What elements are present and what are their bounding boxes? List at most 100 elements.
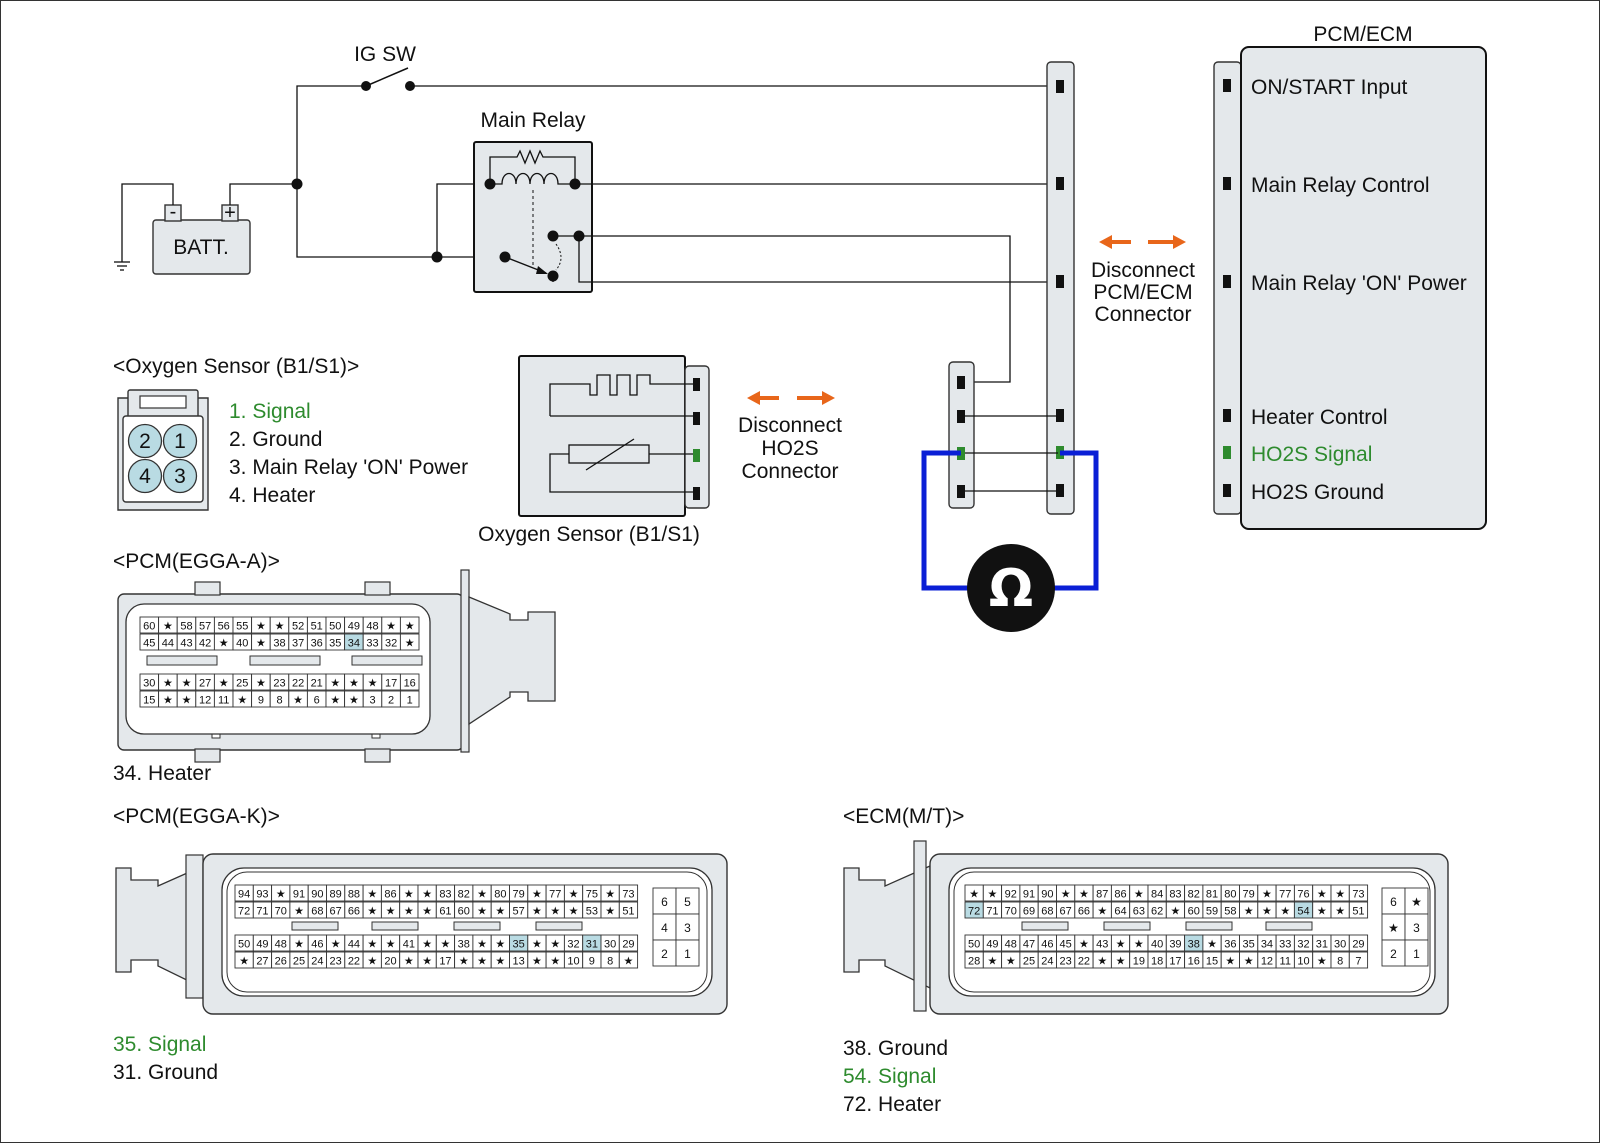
unused-pin-star-icon: ★ [1335,906,1345,918]
svg-text:Connector: Connector [1095,303,1192,326]
unused-pin-star-icon: ★ [368,678,378,690]
pin-number: 17 [385,678,397,690]
pin-number: 58 [180,621,192,633]
disconnect-pcm-note: Disconnect PCM/ECM Connector [1091,235,1195,326]
pcm-terminal-pin [1223,446,1231,459]
unused-pin-star-icon: ★ [1079,939,1089,951]
pcm-terminal-label: Main Relay 'ON' Power [1251,272,1467,295]
pin-number: 27 [256,956,268,968]
pin-number: 6 [314,695,320,707]
pin-number: 86 [384,889,396,901]
pin-number: 9 [589,956,595,968]
unused-pin-star-icon: ★ [1411,895,1422,909]
unused-pin-star-icon: ★ [477,956,487,968]
pin-number: 64 [1114,906,1126,918]
pin-number: 50 [329,621,341,633]
pin-number: 49 [986,939,998,951]
unused-pin-star-icon: ★ [532,906,542,918]
unused-pin-star-icon: ★ [422,956,432,968]
pin-number: 70 [1005,906,1017,918]
unused-pin-star-icon: ★ [1134,889,1144,901]
pin-cell [618,884,639,902]
unused-pin-star-icon: ★ [477,906,487,918]
side-pin-number: 3 [1413,921,1420,935]
pin-number: 50 [238,939,250,951]
ohmmeter-body [967,544,1055,632]
unused-pin-star-icon: ★ [256,678,266,690]
pin-number: 11 [218,695,229,707]
pin-number: 23 [330,956,342,968]
pin-number: 67 [330,906,342,918]
pin-number: 51 [622,906,634,918]
battery-label: BATT. [173,236,229,259]
unused-pin-star-icon: ★ [404,956,414,968]
pin-number: 73 [1352,889,1364,901]
pin-number: 71 [986,906,998,918]
pin-cell [1348,951,1369,969]
unused-pin-star-icon: ★ [331,939,341,951]
pin-number: 35 [1243,939,1255,951]
connector-legend-item: 35. Signal [113,1033,206,1056]
unused-pin-star-icon: ★ [422,939,432,951]
unused-pin-star-icon: ★ [404,906,414,918]
side-pin-cell [675,939,700,967]
pin-number: 43 [1096,939,1108,951]
pin-number: 59 [1206,906,1218,918]
pin-number: 72 [968,906,980,918]
pin-number: 32 [385,638,397,650]
pin-number: 71 [256,906,268,918]
pin-number: 48 [275,939,287,951]
pcm-harness-connector [1046,61,1075,515]
unused-pin-star-icon: ★ [293,695,303,707]
pin-number: 83 [1169,889,1181,901]
pin-number: 30 [604,939,616,951]
unused-pin-star-icon: ★ [1097,906,1107,918]
unused-pin-star-icon: ★ [1171,906,1181,918]
unused-pin-star-icon: ★ [1244,906,1254,918]
connector-legend-item: 72. Heater [843,1093,941,1116]
svg-text:PCM/ECM: PCM/ECM [1093,281,1192,304]
pin-number: 15 [1206,956,1218,968]
unused-pin-star-icon: ★ [275,621,285,633]
main-relay-label: Main Relay [480,109,586,132]
unused-pin-star-icon: ★ [386,939,396,951]
unused-pin-star-icon: ★ [330,695,340,707]
pin-number: 8 [276,695,282,707]
pin-number: 69 [1023,906,1035,918]
pcm-terminal-label: Main Relay Control [1251,174,1430,197]
pin-number: 55 [236,621,248,633]
unused-pin-star-icon: ★ [1244,956,1254,968]
unused-pin-star-icon: ★ [219,638,229,650]
arrow-left-icon [747,391,760,405]
pin-number: 19 [1133,956,1145,968]
unused-pin-star-icon: ★ [276,889,286,901]
pcm-terminal-label: HO2S Signal [1251,443,1372,466]
pcm-terminal-label: Heater Control [1251,406,1388,429]
pin-number: 68 [311,906,323,918]
pin-number: 34 [1261,939,1273,951]
arrow-left-icon [1099,235,1112,249]
pin-number: 79 [1243,889,1255,901]
unused-pin-star-icon: ★ [1134,939,1144,951]
battery: - + BATT. [152,201,251,275]
pin-number: 87 [1096,889,1108,901]
pin-number: 79 [513,889,525,901]
unused-pin-star-icon: ★ [294,906,304,918]
pin-number: 45 [143,638,155,650]
unused-pin-star-icon: ★ [532,956,542,968]
unused-pin-star-icon: ★ [239,956,249,968]
pin-number: 37 [292,638,304,650]
unused-pin-star-icon: ★ [550,939,560,951]
pin-number: 67 [1060,906,1072,918]
sensor-pin-number: 1 [174,430,186,453]
pin-number: 80 [494,889,506,901]
pin-number: 90 [1041,889,1053,901]
unused-pin-star-icon: ★ [367,906,377,918]
side-pin-number: 1 [684,947,691,961]
ohm-icon: Ω [989,559,1033,619]
unused-pin-star-icon: ★ [988,889,998,901]
